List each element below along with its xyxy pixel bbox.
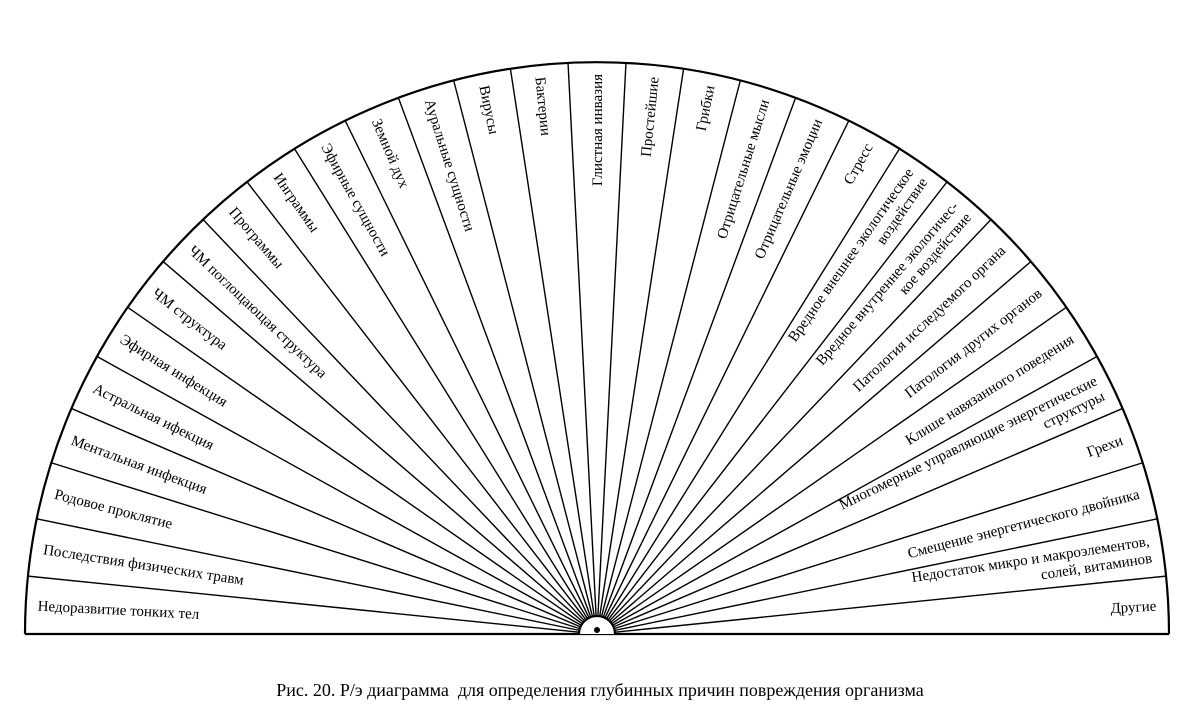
sector-divider [452,80,594,617]
sector-label-group: Ауральные сущности [421,98,477,234]
sector-label: Грибки [694,84,719,132]
sector-label-group: Недоразвитие тонких тел [37,599,200,623]
sector-label: ЧМ поглощающая структура [185,243,330,382]
sector-label-group: Бактерии [531,76,553,136]
sector-divider [397,97,592,618]
sector-divider [293,148,589,620]
sector-divider [608,218,992,622]
sector-label: Патология других органов [902,286,1045,402]
sector-divider [613,462,1143,630]
sector-divider [127,306,583,625]
sector-label-group: Стресс [841,141,877,188]
sector-divider [71,407,581,628]
sector-divider [509,68,595,617]
sector-label: Вирусы [475,84,501,136]
sector-label: Бактерии [531,76,553,136]
sector-divider [599,68,685,617]
sector-label: Недоразвитие тонких тел [37,599,200,623]
sector-divider [600,80,742,617]
sector-divider [27,575,580,633]
sector-divider [607,181,948,621]
sector-label-group: Последствия физических травм [42,542,245,589]
sector-label: Программы [225,205,286,272]
sector-divider [614,518,1158,632]
sector-divider [605,148,901,620]
figure-caption: Рис. 20. Р/э диаграмма для определения г… [276,680,924,700]
sector-label: Эфирные сущности [317,141,392,259]
sector-divider [567,62,597,617]
sector-label-group: Другие [1110,599,1157,617]
center-dot [594,627,600,633]
sector-label-group: Глистная инвазия [590,74,606,186]
sector-divider [610,260,1032,623]
sector-label-group: Эфирные сущности [317,141,392,259]
sector-label-group: Грибки [694,84,719,132]
sector-divider [36,518,580,632]
sector-label: Глистная инвазия [590,74,606,186]
sector-divider [597,62,627,617]
sector-divider [344,120,590,619]
sector-label-group: ЧМ поглощающая структура [185,243,330,382]
sector-label-group: Отрицательные мысли [714,98,773,241]
sector-label-group: Вирусы [475,84,501,136]
sector-label-group: Грехи [1085,433,1125,461]
sector-label: Отрицательные мысли [714,98,773,241]
sector-label: Ауральные сущности [421,98,477,234]
sector-label: Простейшие [639,76,663,158]
sector-labels: Недоразвитие тонких тел Последствия физич… [37,74,1157,623]
sector-label: Стресс [841,141,877,188]
sector-label-group: ЧМ структура [149,286,230,354]
sector-label: Другие [1110,599,1157,617]
sector-divider [613,407,1123,628]
semicircle-diagram: Недоразвитие тонких тел Последствия физич… [23,60,1171,636]
center-hub [577,614,617,635]
sector-divider [604,120,850,619]
sector-divider [96,355,582,626]
sector-label: Грехи [1085,433,1125,461]
sector-lines [23,60,1171,636]
sector-divider [162,260,584,623]
sector-label-group: Программы [225,205,286,272]
sector-label: Последствия физических травм [42,542,245,589]
sector-divider [614,575,1167,633]
sector-divider [246,181,587,621]
sector-divider [602,97,797,618]
sector-label: ЧМ структура [149,286,230,354]
sector-label-group: Простейшие [639,76,663,158]
sector-divider [611,306,1067,625]
sector-label-group: Патология других органов [902,286,1045,402]
sector-divider [51,462,581,630]
sector-divider [202,218,586,622]
sector-divider [612,355,1098,626]
outer-arc [23,60,1171,635]
